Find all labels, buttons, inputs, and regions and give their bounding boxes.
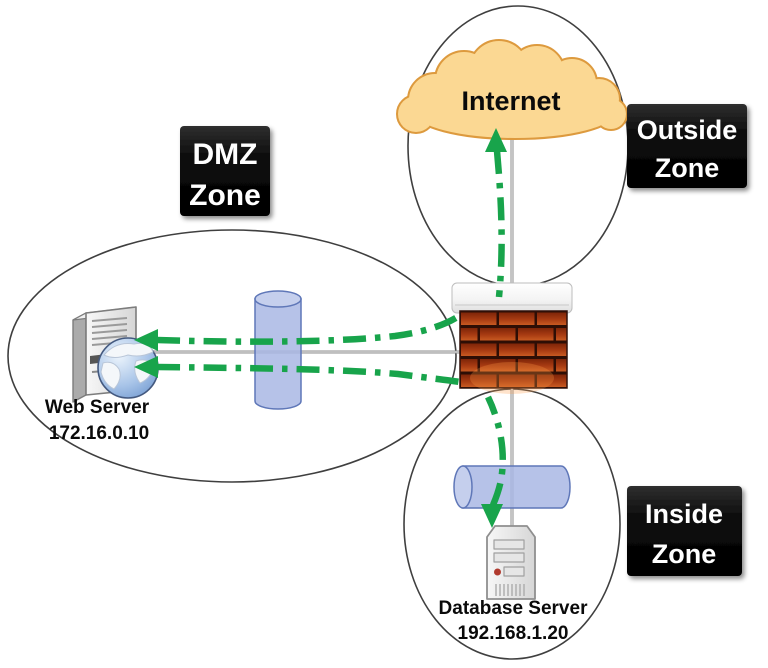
internet-label: Internet [461, 86, 560, 116]
inside-zone-label: Inside Zone [627, 486, 742, 576]
outside-zone-label-line2: Zone [655, 153, 720, 183]
web-server-name: Web Server [45, 397, 150, 418]
database-server-ip: 192.168.1.20 [458, 623, 569, 644]
dmz-zone-boundary [7, 229, 457, 483]
server-led [494, 568, 501, 576]
dmz-zone-label: DMZ Zone [180, 126, 270, 216]
traffic-arrows [134, 128, 507, 528]
arrowhead-left-icon [134, 329, 158, 351]
arrowhead-left-icon [134, 356, 158, 378]
dmz-zone-label-line1: DMZ [193, 138, 258, 171]
inside-cylinder-icon [453, 465, 571, 509]
database-server-icon [486, 525, 536, 600]
database-server-name: Database Server [439, 598, 589, 619]
arrow-to-webserver-upper [134, 313, 461, 351]
arrow-to-webserver-lower [134, 356, 461, 386]
database-server-caption: Database Server 192.168.1.20 [439, 598, 589, 644]
outside-zone-label: Outside Zone [627, 104, 747, 188]
internet-cloud-icon: Internet [396, 39, 628, 140]
inside-zone-label-line1: Inside [645, 499, 723, 529]
firewall-icon [451, 282, 573, 394]
dmz-zone-label-line2: Zone [189, 179, 261, 212]
arrow-to-internet [485, 128, 507, 298]
web-server-ip: 172.16.0.10 [49, 423, 149, 444]
arrowhead-up-icon [485, 128, 507, 152]
web-server-caption: Web Server 172.16.0.10 [45, 397, 150, 444]
web-server-icon [72, 306, 159, 403]
outside-zone-label-line1: Outside [637, 115, 738, 145]
arrowhead-down-icon [481, 504, 503, 528]
dmz-cylinder-icon [254, 290, 302, 410]
inside-zone-label-line2: Zone [652, 539, 717, 569]
arrow-to-database [481, 395, 506, 528]
